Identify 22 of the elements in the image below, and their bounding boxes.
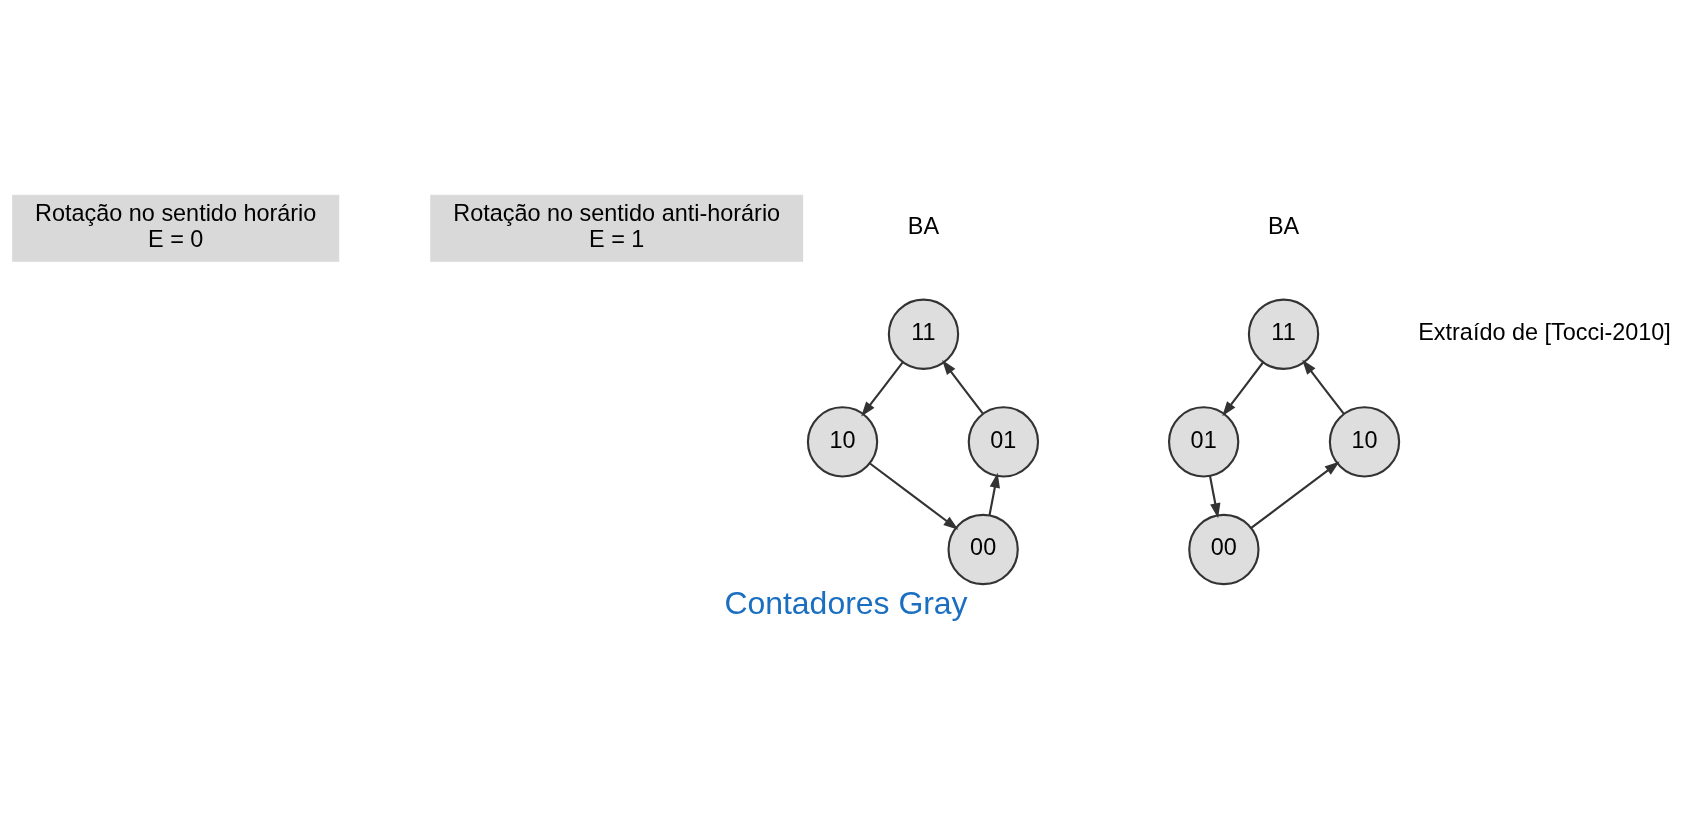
- arrow: [988, 472, 1000, 516]
- arrow: [861, 361, 904, 417]
- arrow: [1208, 475, 1221, 519]
- node-circle: 01: [1167, 406, 1240, 478]
- arrow: [1302, 359, 1345, 415]
- node-circle: 00: [947, 513, 1019, 586]
- node-circle: 01: [967, 406, 1040, 478]
- label: BA: [1267, 213, 1300, 240]
- node-box: Rotação no sentido anti-horário E = 1: [430, 194, 804, 262]
- arrow: [942, 359, 984, 415]
- node-circle: 10: [1328, 406, 1401, 478]
- arrow: [1222, 361, 1264, 417]
- node-circle: 00: [1188, 513, 1260, 586]
- arrow: [869, 462, 959, 530]
- label: Extraído de [Tocci-2010]: [1418, 319, 1671, 346]
- label: BA: [907, 213, 940, 240]
- caption: Contadores Gray: [724, 584, 968, 621]
- node-circle: 10: [806, 406, 879, 478]
- node-box: Rotação no sentido horário E = 0: [12, 194, 340, 262]
- node-circle: 11: [1247, 298, 1320, 370]
- arrow: [1250, 461, 1340, 529]
- node-circle: 11: [887, 298, 960, 370]
